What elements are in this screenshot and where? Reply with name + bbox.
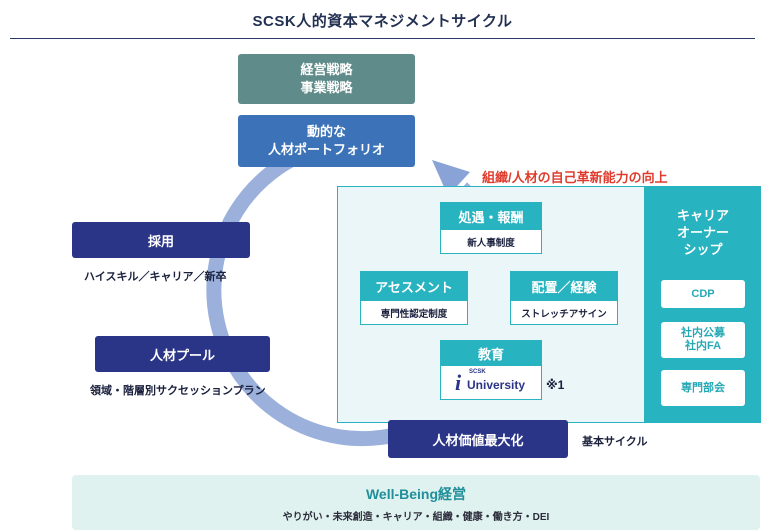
footnote-mark: ※1: [546, 378, 565, 392]
career-item-expert-committee: 専門部会: [661, 370, 745, 406]
assessment-body: 専門性認定制度: [360, 301, 468, 325]
career-item-cdp: CDP: [661, 280, 745, 308]
treatment-body: 新人事制度: [440, 230, 542, 254]
renewal-arrowhead: [432, 160, 470, 196]
wellbeing-subtitle: やりがい・未来創造・キャリア・組織・健康・働き方・DEI: [282, 512, 550, 523]
career-title: キャリア オーナー シップ: [676, 208, 729, 257]
diagram-title: SCSK人的資本マネジメントサイクル: [252, 13, 513, 30]
recruit-caption: ハイスキル／キャリア／新卒: [84, 271, 227, 283]
portfolio-box: 動的な 人材ポートフォリオ: [238, 115, 415, 167]
strategy-line2: 事業戦略: [300, 80, 353, 95]
placement-card: 配置／経験 ストレッチアサイン: [510, 271, 618, 325]
basic-cycle-caption: 基本サイクル: [582, 436, 648, 448]
university-logo: i SCSK University: [440, 366, 542, 400]
career-item-internal-posting: 社内公募 社内FA: [661, 322, 745, 358]
wellbeing-title: Well-Being経営: [365, 486, 467, 502]
portfolio-line1: 動的な: [306, 124, 346, 139]
assessment-head: アセスメント: [360, 271, 468, 301]
logo-small-text: SCSK: [469, 369, 486, 375]
recruit-box: 採用: [72, 222, 250, 258]
placement-head: 配置／経験: [510, 271, 618, 301]
strategy-line1: 経営戦略: [300, 62, 353, 77]
education-head: 教育: [440, 340, 542, 366]
treatment-head: 処遇・報酬: [440, 202, 542, 230]
education-card: 教育 i SCSK University: [440, 340, 542, 400]
talent-pool-box: 人材プール: [95, 336, 270, 372]
logo-i: i: [455, 370, 462, 395]
talent-pool-caption: 領域・階層別サクセッションプラン: [90, 385, 266, 397]
renewal-label: 組織/人材の自己革新能力の向上: [482, 170, 668, 185]
logo-main-text: University: [467, 378, 526, 392]
strategy-box: 経営戦略 事業戦略: [238, 54, 415, 104]
portfolio-line2: 人材ポートフォリオ: [267, 142, 385, 157]
title-divider: [10, 38, 755, 39]
value-maximize-box: 人材価値最大化: [388, 420, 568, 458]
outer-cycle-ring: [206, 137, 397, 447]
assessment-card: アセスメント 専門性認定制度: [360, 271, 468, 325]
placement-body: ストレッチアサイン: [510, 301, 618, 325]
treatment-card: 処遇・報酬 新人事制度: [440, 202, 542, 254]
wellbeing-banner: [72, 475, 760, 530]
